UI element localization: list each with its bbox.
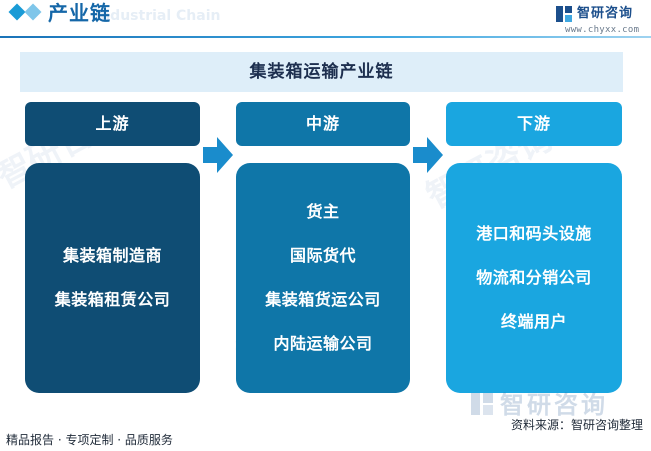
header-title: 产业链 — [48, 1, 111, 25]
arrow-right-icon — [413, 137, 443, 173]
logo-name: 智研咨询 — [577, 6, 634, 21]
downstream-box: 港口和码头设施 物流和分销公司 终端用户 — [446, 163, 622, 393]
footer-slogan: 精品报告 · 专项定制 · 品质服务 — [6, 433, 173, 447]
downstream-item: 终端用户 — [500, 312, 567, 331]
downstream-header: 下游 — [446, 102, 622, 146]
logo-icon — [471, 393, 493, 415]
midstream-header: 中游 — [236, 102, 410, 146]
upstream-item: 集装箱租赁公司 — [54, 290, 171, 309]
midstream-item: 内陆运输公司 — [273, 334, 373, 353]
logo-icon — [556, 6, 572, 22]
header-title-en: Industrial Chain — [95, 8, 221, 24]
midstream-item: 货主 — [306, 202, 340, 221]
diamond-icon — [24, 3, 42, 21]
midstream-box: 货主 国际货代 集装箱货运公司 内陆运输公司 — [236, 163, 410, 393]
header: Industrial Chain 产业链 智研咨询 www.chyxx.com — [0, 0, 651, 40]
midstream-item: 集装箱货运公司 — [265, 290, 381, 309]
midstream-item: 国际货代 — [289, 246, 356, 265]
arrow-right-icon — [203, 137, 233, 173]
upstream-item: 集装箱制造商 — [62, 246, 162, 265]
footer-brand-watermark: 智研咨询 — [500, 391, 608, 419]
upstream-box: 集装箱制造商 集装箱租赁公司 — [25, 163, 200, 393]
diamond-icon — [8, 3, 26, 21]
source-note: 资料来源：智研咨询整理 — [510, 418, 643, 432]
brand-logo: 智研咨询 www.chyxx.com — [555, 3, 643, 37]
downstream-item: 港口和码头设施 — [476, 224, 592, 243]
header-divider — [0, 36, 651, 38]
logo-url: www.chyxx.com — [565, 25, 640, 35]
upstream-header: 上游 — [25, 102, 200, 146]
chain-title-banner: 集装箱运输产业链 — [20, 52, 623, 92]
downstream-item: 物流和分销公司 — [476, 268, 592, 287]
